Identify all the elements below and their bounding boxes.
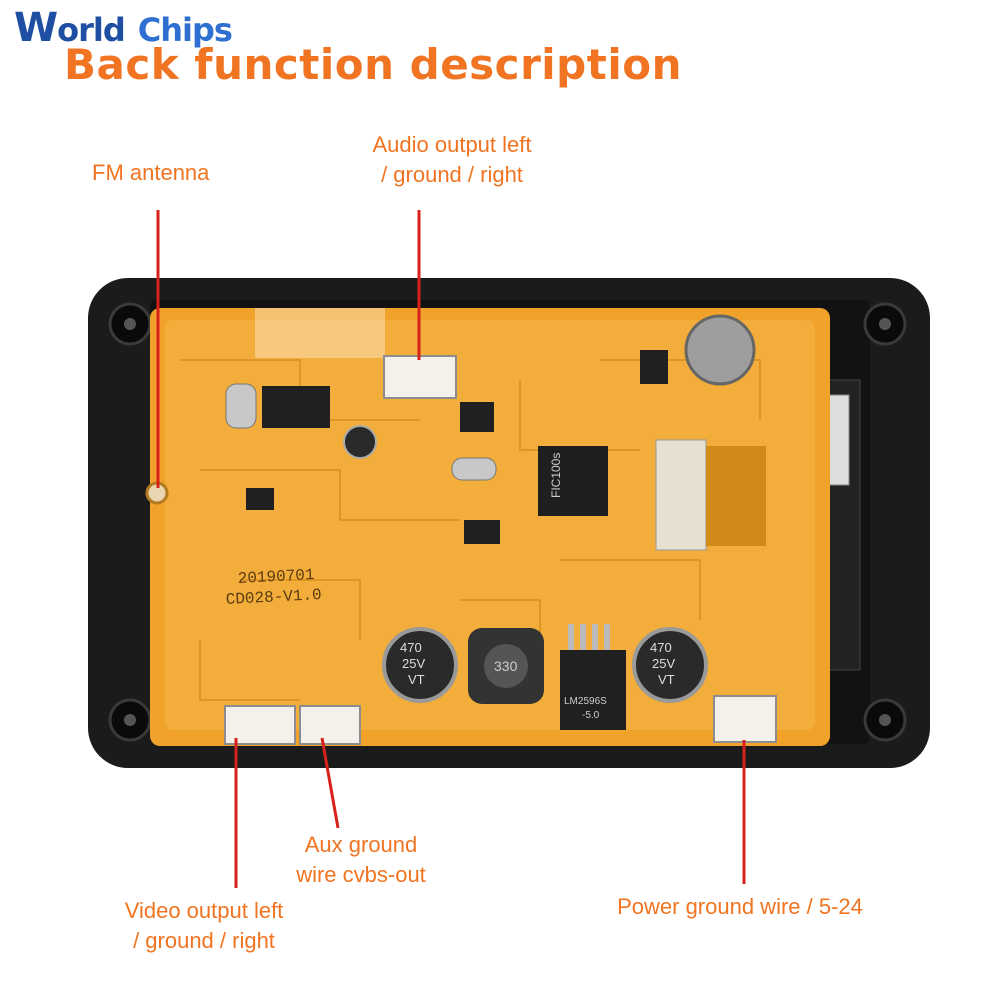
pointer-lines	[156, 210, 746, 888]
label-aux-line2: wire cvbs-out	[296, 862, 426, 887]
cap-right-series: VT	[658, 672, 675, 687]
cap-right-value: 470	[650, 640, 672, 655]
label-audio-output: Audio output left / ground / right	[352, 130, 552, 190]
regulator-sub: -5.0	[582, 710, 600, 721]
cap-left-voltage: 25V	[402, 656, 425, 671]
page-title: Back function description	[64, 40, 682, 89]
logo-chips: Chips	[137, 11, 233, 49]
pointer-aux	[320, 737, 340, 829]
regulator-marking: LM2596S	[564, 696, 607, 707]
label-video-output: Video output left / ground / right	[104, 896, 304, 956]
cap-left-series: VT	[408, 672, 425, 687]
label-power: Power ground wire / 5-24	[590, 892, 890, 922]
inductor-marking: 330	[494, 658, 518, 674]
label-audio-line1: Audio output left	[372, 132, 532, 157]
date-code: 20190701	[237, 566, 315, 588]
capacitor-right	[632, 627, 708, 703]
cap-left-value: 470	[400, 640, 422, 655]
bluetooth-module	[255, 308, 385, 358]
ribbon-connector	[655, 439, 707, 551]
regulator	[560, 650, 626, 730]
label-video-line2: / ground / right	[133, 928, 275, 953]
label-video-line1: Video output left	[124, 898, 284, 923]
label-audio-line2: / ground / right	[381, 162, 523, 187]
aux-connector	[299, 705, 361, 745]
world-chips-logo: World Chips	[14, 5, 233, 51]
label-fm-antenna: FM antenna	[92, 158, 209, 188]
label-fm-antenna-text: FM antenna	[92, 160, 210, 185]
battery-holder	[684, 314, 756, 386]
label-aux-line1: Aux ground	[304, 832, 418, 857]
ic-left	[262, 386, 330, 428]
label-aux: Aux ground wire cvbs-out	[276, 830, 446, 890]
cap-right-voltage: 25V	[652, 656, 675, 671]
version-code: CD028-V1.0	[225, 586, 322, 609]
video-connector	[224, 705, 296, 745]
main-chip	[538, 446, 608, 516]
capacitor-left	[382, 627, 458, 703]
logo-orld: orld	[57, 11, 126, 49]
chip-marking: FIC100s	[549, 453, 563, 498]
logo-w: W	[14, 5, 58, 51]
power-connector	[713, 695, 777, 743]
label-power-text: Power ground wire / 5-24	[617, 894, 863, 919]
audio-connector	[383, 355, 457, 399]
